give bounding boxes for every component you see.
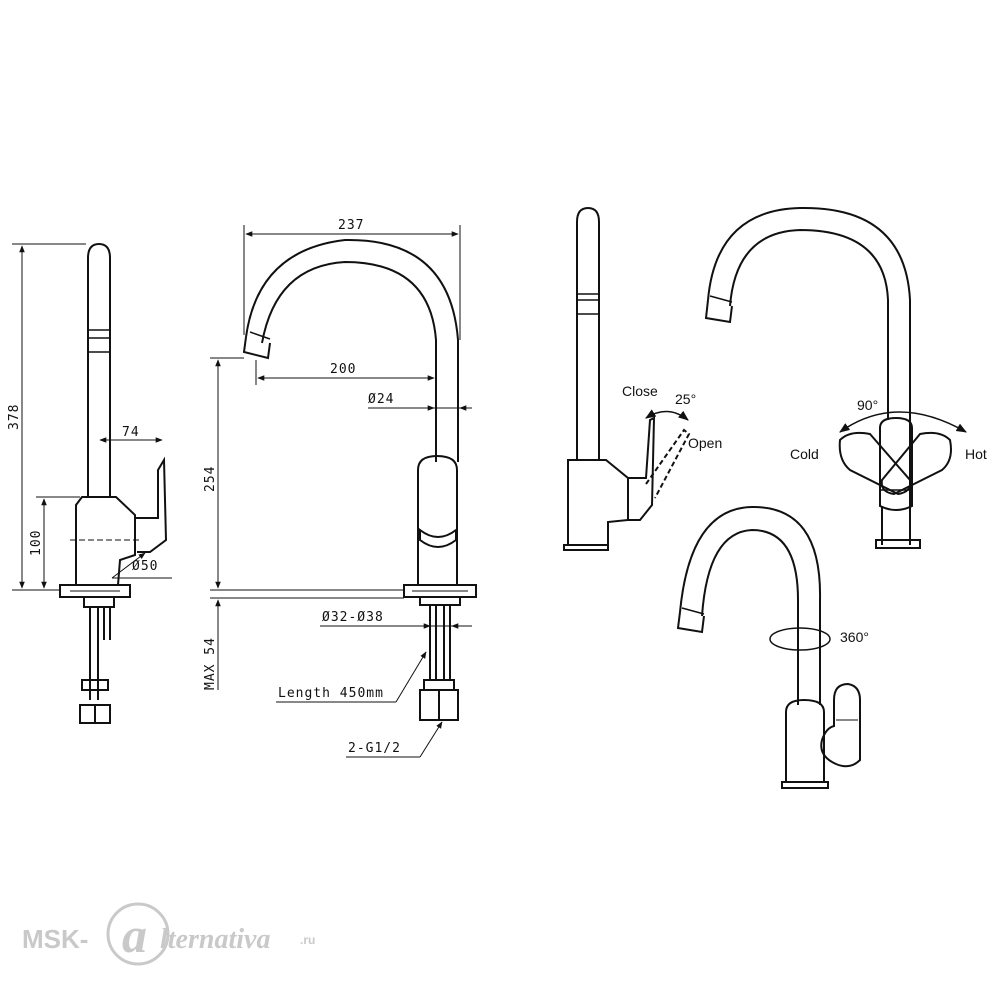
swivel-operation-drawing	[676, 505, 861, 789]
label-tilt-angle: 25°	[675, 391, 696, 407]
label-close: Close	[622, 383, 658, 399]
svg-text:MSK-: MSK-	[22, 924, 88, 954]
front-view-drawing	[242, 238, 477, 721]
label-turn-angle: 90°	[857, 397, 878, 413]
side-view-dimensions	[12, 243, 172, 591]
front-view-dimensions	[210, 225, 472, 758]
svg-text:a: a	[122, 907, 147, 963]
dimension-spout-diameter: Ø24	[368, 392, 394, 407]
dimension-connection: 2-G1/2	[348, 741, 401, 756]
dimension-lever-offset: 74	[122, 425, 140, 440]
dimension-hose-length: Length 450mm	[278, 686, 384, 701]
label-open: Open	[688, 435, 722, 451]
svg-text:.ru: .ru	[300, 933, 315, 947]
svg-text:lternativa: lternativa	[160, 924, 270, 955]
dimension-total-height: 378	[7, 404, 22, 430]
lever-operation-drawing	[563, 206, 691, 551]
dimension-mount-hole: Ø32-Ø38	[322, 610, 384, 625]
dimension-base-height: 100	[29, 530, 44, 556]
dimension-spout-height: 254	[203, 466, 218, 492]
label-hot: Hot	[965, 446, 987, 462]
dimension-spout-reach: 237	[338, 218, 364, 233]
dimension-max-thickness: MAX 54	[203, 637, 218, 690]
label-cold: Cold	[790, 446, 819, 462]
watermark-logo: MSK- a lternativa .ru	[22, 902, 315, 966]
side-view-drawing	[59, 242, 168, 724]
dimension-spout-inner: 200	[330, 362, 356, 377]
temperature-operation-drawing	[704, 206, 967, 549]
dimension-body-diameter: Ø50	[132, 559, 158, 574]
label-swivel: 360°	[840, 629, 869, 645]
